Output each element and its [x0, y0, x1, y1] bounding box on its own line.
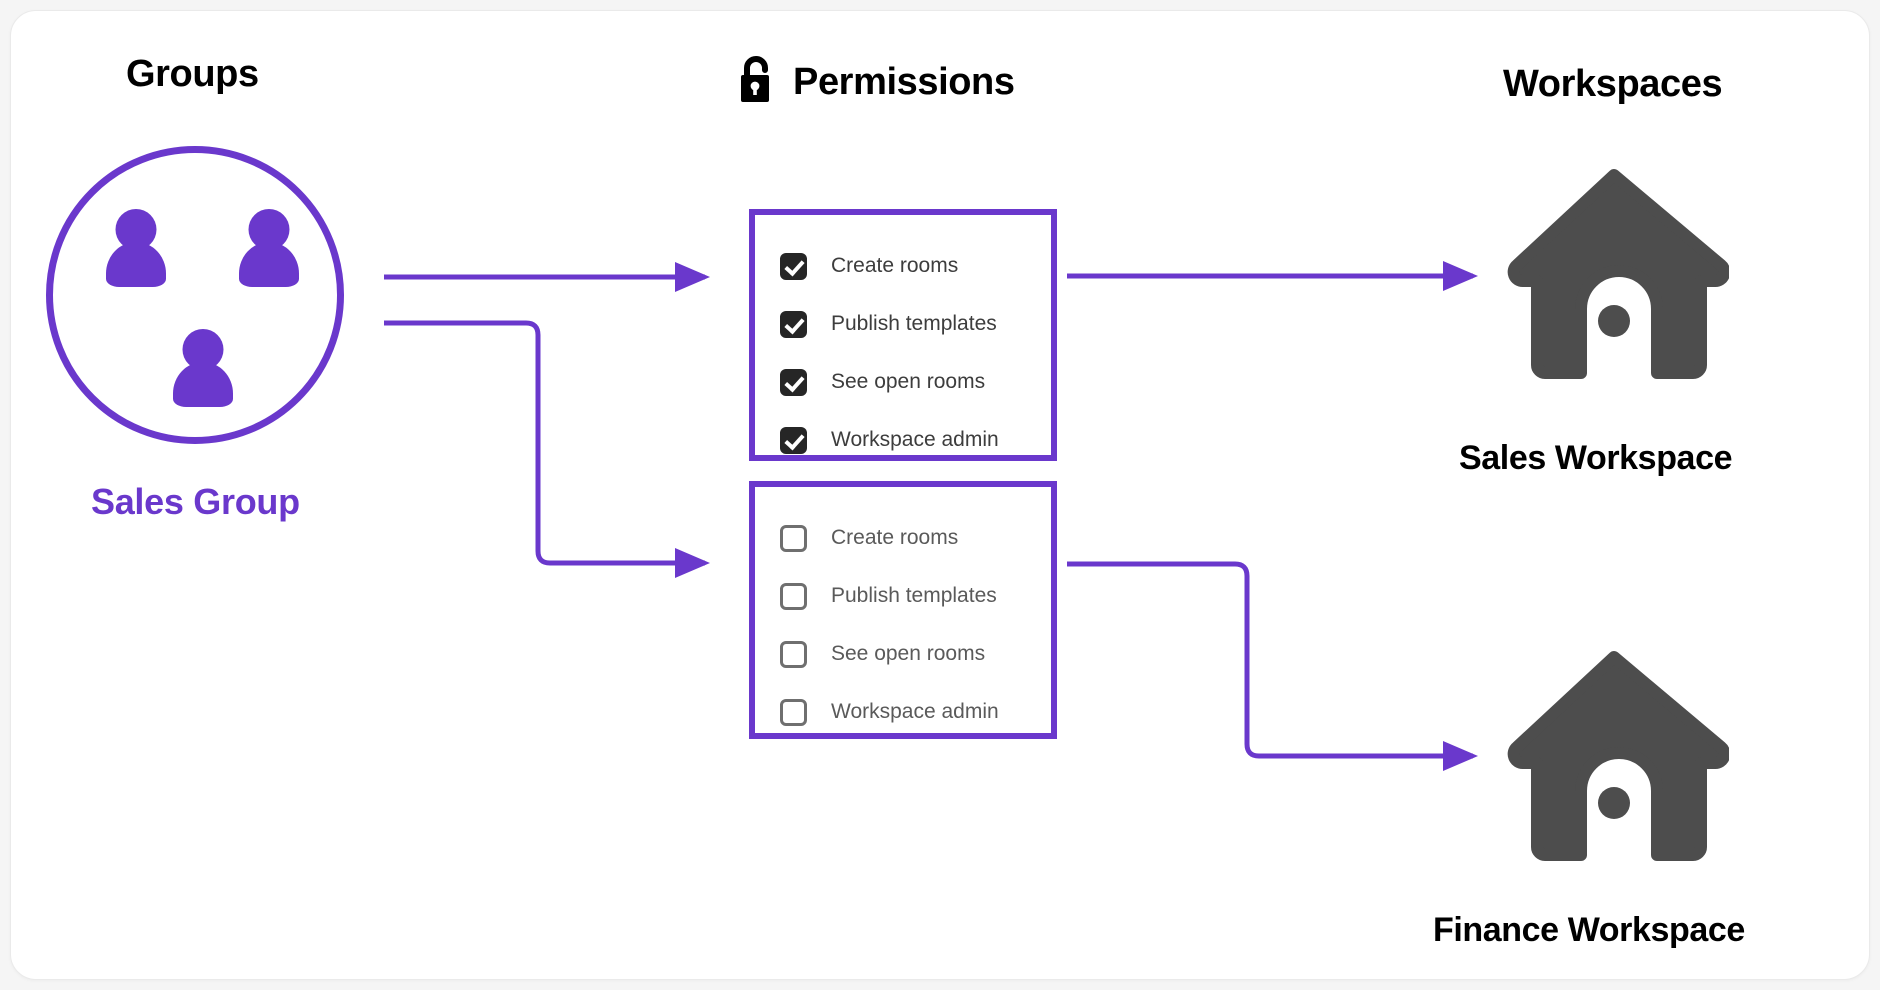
permission-label: Publish templates [831, 584, 997, 607]
person-icon [106, 209, 166, 287]
checkbox-unchecked-see-open-rooms[interactable] [780, 640, 807, 668]
permission-label: See open rooms [831, 370, 986, 393]
checkbox-checked-create-rooms[interactable] [780, 252, 807, 280]
permission-row[interactable]: See open rooms [755, 625, 1051, 683]
permission-label: Publish templates [831, 312, 997, 335]
permission-set-sales[interactable]: Create rooms Publish templates See open … [749, 209, 1057, 461]
permission-row[interactable]: Publish templates [755, 567, 1051, 625]
groups-column-heading: Groups [126, 53, 259, 95]
person-body [239, 242, 299, 287]
sales-workspace-label: Sales Workspace [1459, 439, 1733, 477]
person-body [173, 362, 233, 407]
checkbox-checked-publish-templates[interactable] [780, 310, 807, 338]
checkbox-checked-workspace-admin[interactable] [780, 426, 807, 454]
checkbox-unchecked-publish-templates[interactable] [780, 582, 807, 610]
permission-label: Create rooms [831, 254, 959, 277]
checkbox-unchecked-workspace-admin[interactable] [780, 698, 807, 726]
permission-label: See open rooms [831, 642, 986, 665]
checkbox-checked-see-open-rooms[interactable] [780, 368, 807, 396]
permission-label: Create rooms [831, 526, 959, 549]
unlocked-padlock-icon [733, 55, 779, 110]
person-icon [239, 209, 299, 287]
permission-label: Workspace admin [831, 428, 999, 451]
permission-row[interactable]: Publish templates [755, 295, 1051, 353]
connector-group-to-finance-permissions [384, 320, 710, 578]
connector-finance-permissions-to-finance-workspace [1067, 561, 1478, 771]
permission-row[interactable]: Create rooms [755, 237, 1051, 295]
permission-row[interactable]: Workspace admin [755, 683, 1051, 741]
permission-set-finance[interactable]: Create rooms Publish templates See open … [749, 481, 1057, 739]
person-body [106, 242, 166, 287]
checkbox-unchecked-create-rooms[interactable] [780, 524, 807, 552]
finance-workspace-label: Finance Workspace [1433, 911, 1745, 949]
house-icon [1499, 651, 1731, 871]
sales-group-label: Sales Group [91, 481, 300, 522]
permission-row[interactable]: Workspace admin [755, 411, 1051, 469]
permissions-column-header: Permissions [733, 55, 1015, 110]
permission-row[interactable]: See open rooms [755, 353, 1051, 411]
permission-label: Workspace admin [831, 700, 999, 723]
diagram-card: Groups Permissions Workspaces Sales Grou… [10, 10, 1870, 980]
connector-arrows [384, 261, 1478, 771]
permission-row[interactable]: Create rooms [755, 509, 1051, 567]
person-icon [173, 329, 233, 407]
house-icon [1499, 169, 1731, 389]
permissions-column-heading: Permissions [793, 61, 1015, 103]
workspaces-column-heading: Workspaces [1503, 63, 1723, 105]
